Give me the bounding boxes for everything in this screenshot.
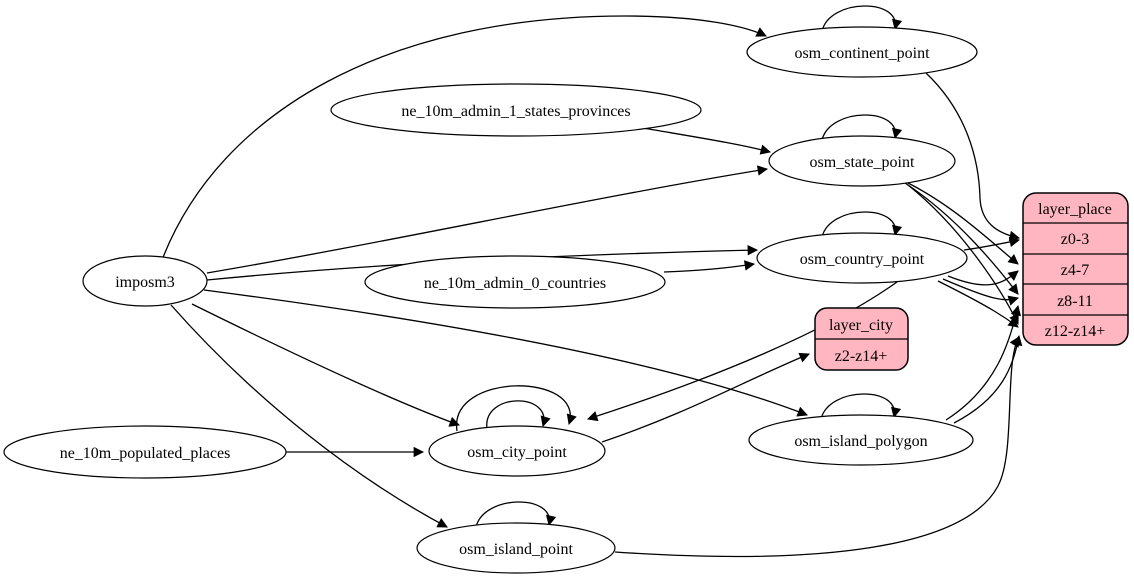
node-osm_state_point: osm_state_point xyxy=(768,135,956,187)
node-layer_place: layer_place z0-3 z4-7 z8-11 z12-z14+ xyxy=(1022,192,1129,346)
osm_island_polygon-ellipse xyxy=(748,414,974,466)
node-osm_island_polygon: osm_island_polygon xyxy=(748,414,974,466)
ne_10m_populated_places-label: ne_10m_populated_places xyxy=(60,445,231,462)
self-loop-osm_continent_point xyxy=(821,5,903,32)
osm_city_point-ellipse xyxy=(428,425,606,477)
node-osm_city_point: osm_city_point xyxy=(428,425,606,477)
self-loop-osm_city_point-inner xyxy=(486,400,551,430)
ne_10m_admin_1_states_provinces-ellipse xyxy=(330,83,702,137)
node-ne_10m_admin_1_states_provinces: ne_10m_admin_1_states_provinces xyxy=(330,83,702,137)
edge-osm_country_point-to-layer_place-z12-z14 xyxy=(937,280,1019,328)
osm_island_point-label: osm_island_point xyxy=(459,541,573,558)
imposm3-label: imposm3 xyxy=(115,274,175,291)
node-ne_10m_populated_places: ne_10m_populated_places xyxy=(3,425,287,479)
osm_country_point-label: osm_country_point xyxy=(800,251,925,268)
osm_state_point-ellipse xyxy=(768,135,956,187)
edge-imposm3-to-osm_city_point xyxy=(191,303,460,427)
layer_place-row-z8-11: z8-11 xyxy=(1057,293,1093,310)
layer_place-row-z12-z14: z12-z14+ xyxy=(1045,323,1106,340)
edge-osm_country_point-to-layer_place-z8-11 xyxy=(942,278,1020,306)
osm_island_point-ellipse xyxy=(416,522,616,574)
edge-osm_continent_point-to-layer_place-z0-3 xyxy=(925,72,1021,242)
edge-osm_country_point-to-layer_place-z4-7 xyxy=(947,270,1019,286)
node-osm_country_point: osm_country_point xyxy=(756,232,968,284)
edge-ne_10m_admin_1_states_provinces-to-osm_state_point xyxy=(642,127,772,155)
self-loop-osm_island_point xyxy=(475,501,557,528)
edge-imposm3-to-osm_continent_point xyxy=(161,15,767,261)
osm_state_point-label: osm_state_point xyxy=(810,154,915,171)
osm_island_polygon-label: osm_island_polygon xyxy=(794,433,927,450)
osm_continent_point-ellipse xyxy=(746,26,978,78)
node-osm_continent_point: osm_continent_point xyxy=(746,26,978,78)
edge-osm_island_polygon-to-layer_place-z8-11 xyxy=(945,304,1022,421)
layer_place-title: layer_place xyxy=(1038,201,1112,218)
osm_city_point-label: osm_city_point xyxy=(467,444,567,461)
layer_city-title: layer_city xyxy=(829,317,893,334)
layer_place-row-z4-7: z4-7 xyxy=(1061,262,1089,279)
edge-osm_city_point-to-layer_city-z2-z14 xyxy=(601,352,810,443)
edge-ne_10m_admin_0_countries-to-osm_country_point xyxy=(663,260,756,273)
ne_10m_admin_1_states_provinces-label: ne_10m_admin_1_states_provinces xyxy=(401,103,630,120)
ne_10m_admin_0_countries-label: ne_10m_admin_0_countries xyxy=(424,275,606,292)
edge-imposm3-to-osm_island_polygon xyxy=(203,289,808,417)
self-loop-osm_state_point xyxy=(821,114,903,141)
node-layer_city: layer_city z2-z14+ xyxy=(814,307,909,371)
edge-osm_state_point-to-layer_place-z4-7 xyxy=(901,179,1019,265)
edges xyxy=(161,5,1023,558)
self-loop-osm_island_polygon xyxy=(820,393,902,420)
edge-osm_island_point-to-layer_place-z12-z14 xyxy=(614,336,1020,558)
node-ne_10m_admin_0_countries: ne_10m_admin_0_countries xyxy=(364,255,666,309)
edge-osm_state_point-to-layer_place-z8-11 xyxy=(904,182,1019,295)
edge-osm_country_point-to-osm_city_point xyxy=(587,281,898,422)
node-osm_island_point: osm_island_point xyxy=(416,522,616,574)
imposm3-ellipse xyxy=(82,255,208,307)
layer_place-box xyxy=(1022,192,1129,346)
self-loop-osm_country_point xyxy=(821,211,903,238)
layer_place-row-z0-3: z0-3 xyxy=(1061,231,1089,248)
osm_country_point-ellipse xyxy=(756,232,968,284)
layer_city-row-z2-z14: z2-z14+ xyxy=(835,348,888,365)
ne_10m_populated_places-ellipse xyxy=(3,425,287,479)
self-loop-osm_city_point-outer xyxy=(456,385,577,432)
edge-osm_country_point-to-layer_place-z0-3 xyxy=(963,236,1021,251)
node-imposm3: imposm3 xyxy=(82,255,208,307)
edge-imposm3-to-osm_island_point xyxy=(170,304,448,528)
osm_continent_point-label: osm_continent_point xyxy=(794,45,930,62)
ne_10m_admin_0_countries-ellipse xyxy=(364,255,666,309)
edge-imposm3-to-osm_state_point xyxy=(206,165,769,274)
